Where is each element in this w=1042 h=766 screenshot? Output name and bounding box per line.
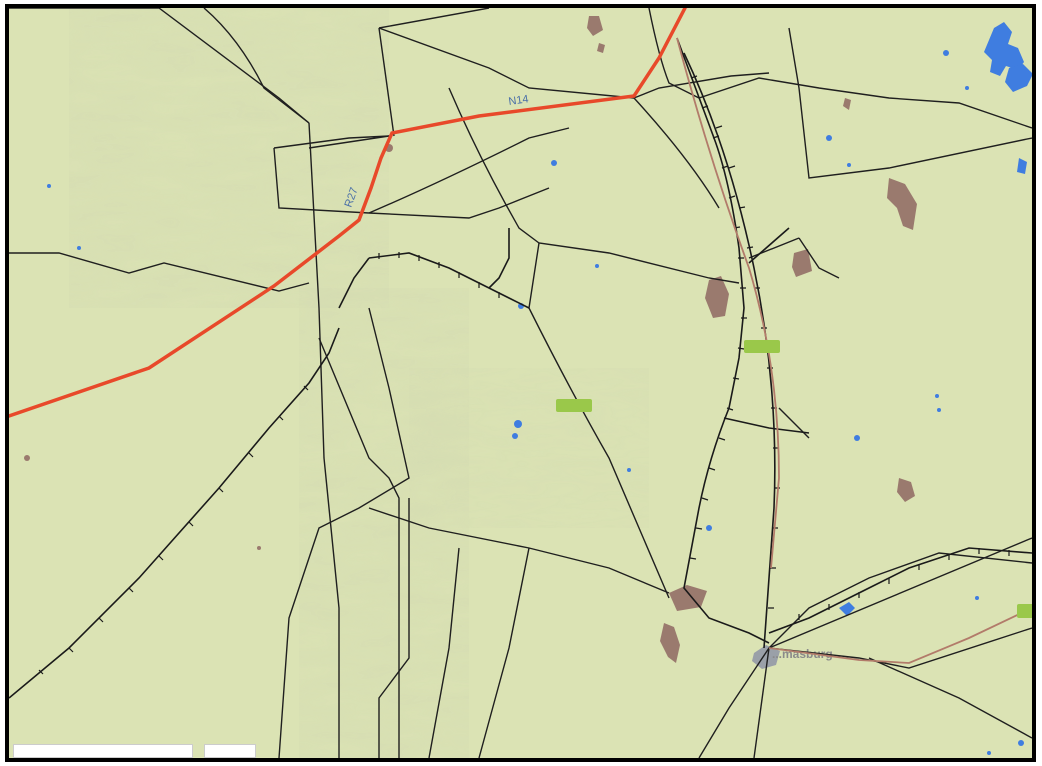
water-bodies [47, 22, 1032, 755]
n14-label: N14 [508, 93, 530, 108]
scale-bar [13, 744, 193, 758]
route-shield-3 [1017, 604, 1032, 618]
secondary-roads [676, 37, 1032, 664]
urban-areas [24, 16, 917, 663]
national-roads [9, 8, 687, 418]
route-shield-1 [556, 399, 592, 412]
scale-bar-segment [204, 744, 256, 758]
map-frame[interactable]: ...masburg [5, 4, 1036, 762]
route-shield-2 [744, 340, 780, 353]
relief-shading [69, 8, 649, 758]
minor-roads [9, 8, 1032, 758]
map-canvas[interactable]: ...masburg [9, 8, 1032, 758]
